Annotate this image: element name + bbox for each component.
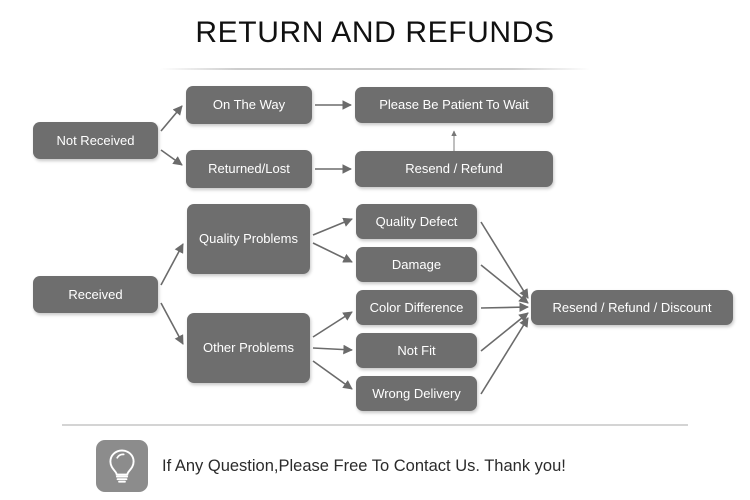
node-on-the-way[interactable]: On The Way bbox=[186, 86, 312, 124]
node-returned-lost[interactable]: Returned/Lost bbox=[186, 150, 312, 188]
edge-damage-to-resend-refund-discount bbox=[480, 264, 529, 304]
node-please-be-patient-to-wait[interactable]: Please Be Patient To Wait bbox=[355, 87, 553, 123]
footer: If Any Question,Please Free To Contact U… bbox=[96, 438, 696, 494]
footer-divider bbox=[62, 424, 688, 426]
edge-other-problems-to-not-fit bbox=[312, 344, 353, 355]
edge-received-to-other-problems bbox=[160, 302, 184, 345]
edge-other-problems-to-wrong-delivery bbox=[312, 360, 353, 390]
node-quality-problems[interactable]: Quality Problems bbox=[187, 204, 310, 274]
edge-color-difference-to-resend-refund-discount bbox=[480, 302, 529, 312]
node-wrong-delivery[interactable]: Wrong Delivery bbox=[356, 376, 477, 411]
edge-quality-defect-to-resend-refund-discount bbox=[480, 221, 529, 299]
node-not-received[interactable]: Not Received bbox=[33, 122, 158, 159]
node-resend-refund[interactable]: Resend / Refund bbox=[355, 151, 553, 187]
page-title: RETURN AND REFUNDS bbox=[195, 16, 555, 49]
node-damage[interactable]: Damage bbox=[356, 247, 477, 282]
edge-quality-problems-to-quality-defect bbox=[312, 217, 353, 236]
node-other-problems[interactable]: Other Problems bbox=[187, 313, 310, 383]
node-resend-refund-discount[interactable]: Resend / Refund / Discount bbox=[531, 290, 733, 325]
title-divider bbox=[160, 68, 590, 70]
node-received[interactable]: Received bbox=[33, 276, 158, 313]
node-not-fit[interactable]: Not Fit bbox=[356, 333, 477, 368]
node-color-difference[interactable]: Color Difference bbox=[356, 290, 477, 325]
edge-quality-problems-to-damage bbox=[312, 242, 353, 263]
edge-not-received-to-on-the-way bbox=[160, 105, 183, 132]
lightbulb-icon bbox=[96, 440, 148, 492]
edge-wrong-delivery-to-resend-refund-discount bbox=[480, 317, 529, 395]
node-quality-defect[interactable]: Quality Defect bbox=[356, 204, 477, 239]
edge-not-fit-to-resend-refund-discount bbox=[480, 312, 529, 352]
edge-received-to-quality-problems bbox=[160, 243, 184, 286]
edge-not-received-to-returned-lost bbox=[160, 149, 183, 166]
footer-text: If Any Question,Please Free To Contact U… bbox=[162, 456, 566, 475]
edge-other-problems-to-color-difference bbox=[312, 311, 353, 338]
